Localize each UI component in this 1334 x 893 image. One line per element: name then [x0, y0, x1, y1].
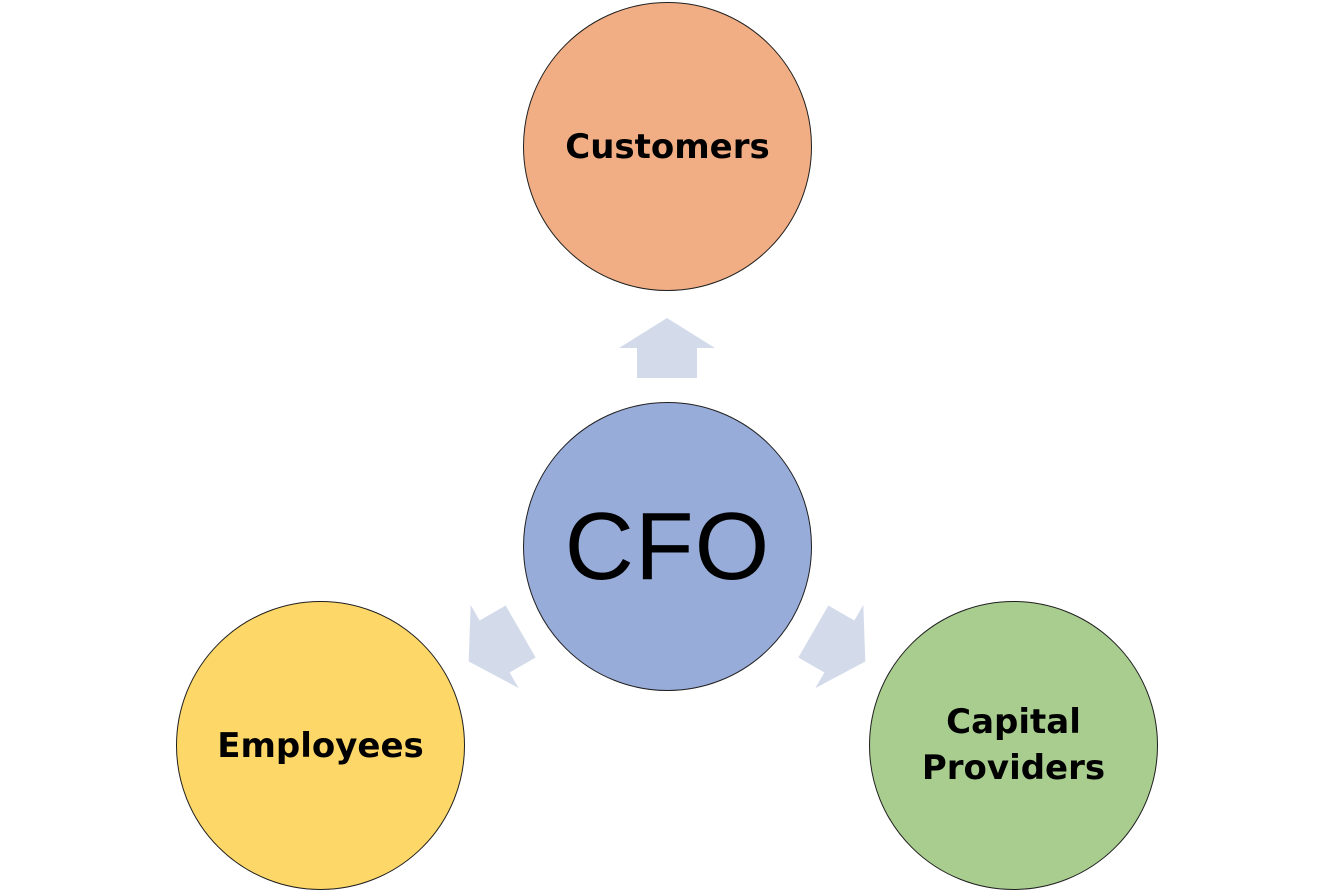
node-cfo-label: CFO: [564, 492, 771, 600]
node-customers: Customers: [523, 2, 812, 291]
arrow-to-capital-providers: [798, 604, 866, 689]
node-capital-providers-label: Capital Providers: [921, 701, 1106, 788]
node-capital-providers: Capital Providers: [869, 601, 1158, 890]
arrow-to-customers: [619, 318, 715, 378]
node-employees-label: Employees: [217, 725, 424, 766]
node-employees: Employees: [176, 601, 465, 890]
arrow-to-employees: [468, 604, 536, 689]
node-customers-label: Customers: [565, 126, 770, 167]
node-cfo: CFO: [523, 402, 812, 691]
